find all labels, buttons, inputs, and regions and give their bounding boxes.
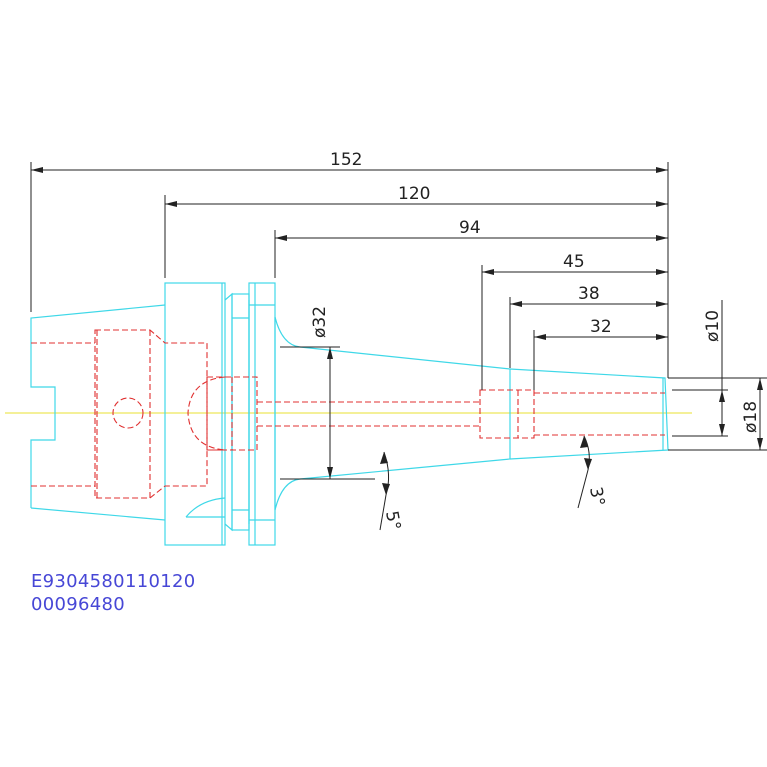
angle-5-label: 5° <box>381 509 404 532</box>
hidden-lines <box>31 329 665 499</box>
part-number: E9304580110120 <box>31 571 196 592</box>
dim-dia10-label: ø10 <box>703 310 723 342</box>
drawing-codes: E9304580110120 00096480 <box>31 570 195 616</box>
dim-152-label: 152 <box>330 150 362 170</box>
holder-outline <box>30 282 669 546</box>
angle-3-label: 3° <box>585 485 608 508</box>
dim-32-label: 32 <box>590 317 612 337</box>
arrowheads <box>31 167 763 495</box>
order-number: 00096480 <box>31 594 126 615</box>
dim-120-label: 120 <box>398 184 430 204</box>
dim-dia18-label: ø18 <box>741 401 761 433</box>
dimension-lines <box>30 162 767 531</box>
dim-38-label: 38 <box>578 284 600 304</box>
dim-dia32-label: ø32 <box>310 306 330 338</box>
dim-45-label: 45 <box>563 252 585 272</box>
dim-94-label: 94 <box>459 218 481 238</box>
